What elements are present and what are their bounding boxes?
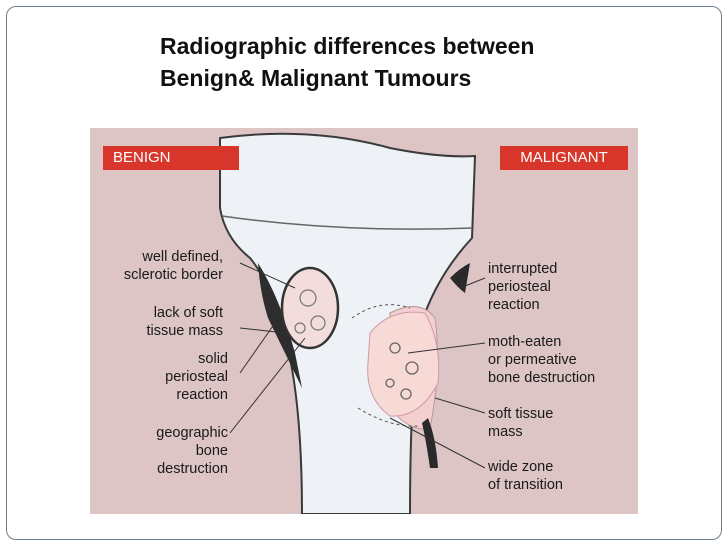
epiphyseal-line: [221, 215, 473, 230]
label-interrupted-periosteal-reaction: interrupted periosteal reaction: [488, 261, 558, 313]
label-well-defined-border: well defined, sclerotic border: [123, 249, 223, 283]
label-lack-of-soft-tissue-mass: lack of soft tissue mass: [146, 305, 223, 339]
label-solid-periosteal-reaction: solid periosteal reaction: [165, 351, 228, 403]
malignant-tag: MALIGNANT: [500, 146, 628, 170]
title-line-1: Radiographic differences between: [160, 33, 535, 59]
bone-tumour-diagram: BENIGN MALIGNANT well defined, sclerotic…: [90, 128, 638, 514]
slide-title: Radiographic differences between Benign&…: [160, 30, 534, 94]
label-moth-eaten-destruction: moth-eaten or permeative bone destructio…: [488, 334, 596, 386]
interrupted-periosteal-reaction: [450, 263, 470, 293]
benign-tag: BENIGN: [103, 146, 239, 170]
label-wide-zone-of-transition: wide zone of transition: [488, 459, 563, 493]
bone-illustration: [219, 132, 486, 514]
label-soft-tissue-mass: soft tissue mass: [488, 406, 554, 440]
title-line-2: Benign& Malignant Tumours: [160, 65, 472, 91]
malignant-lesion: [367, 311, 440, 417]
label-geographic-bone-destruction: geographic bone destruction: [156, 425, 228, 477]
solid-periosteal-reaction: [258, 263, 302, 388]
benign-lesion: [280, 266, 340, 350]
